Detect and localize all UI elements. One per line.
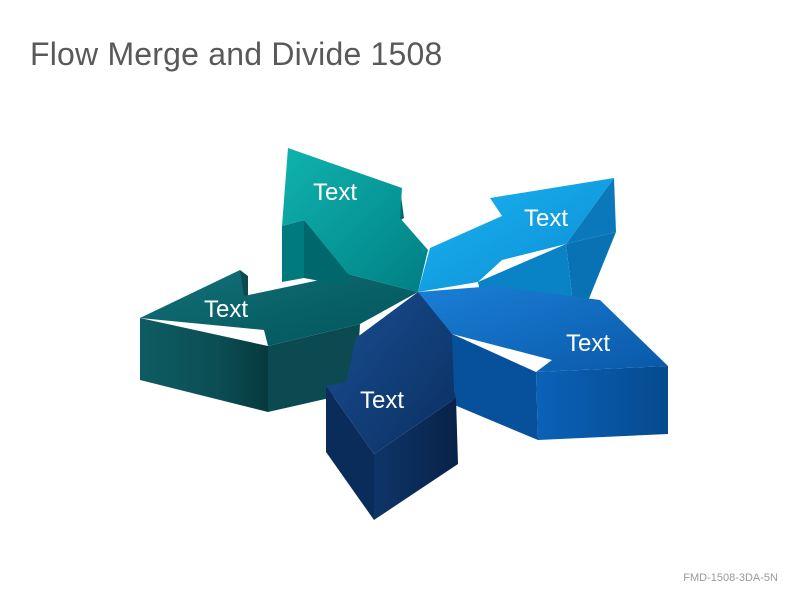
- arrow-label-navy: Text: [360, 387, 404, 414]
- slide-code: FMD-1508-3DA-5N: [683, 572, 778, 584]
- arrow-label-blue: Text: [566, 330, 610, 357]
- arrow-label-teal: Text: [313, 179, 357, 206]
- arrow-left-dark-teal: [140, 270, 418, 412]
- arrow-right-blue: [418, 286, 668, 440]
- slide-title: Flow Merge and Divide 1508: [30, 36, 443, 72]
- arrow-label-sky: Text: [524, 205, 568, 232]
- arrow-up-teal: [282, 148, 428, 292]
- arrow-label-dark-teal: Text: [204, 296, 248, 323]
- arrow-down-navy: [326, 292, 458, 520]
